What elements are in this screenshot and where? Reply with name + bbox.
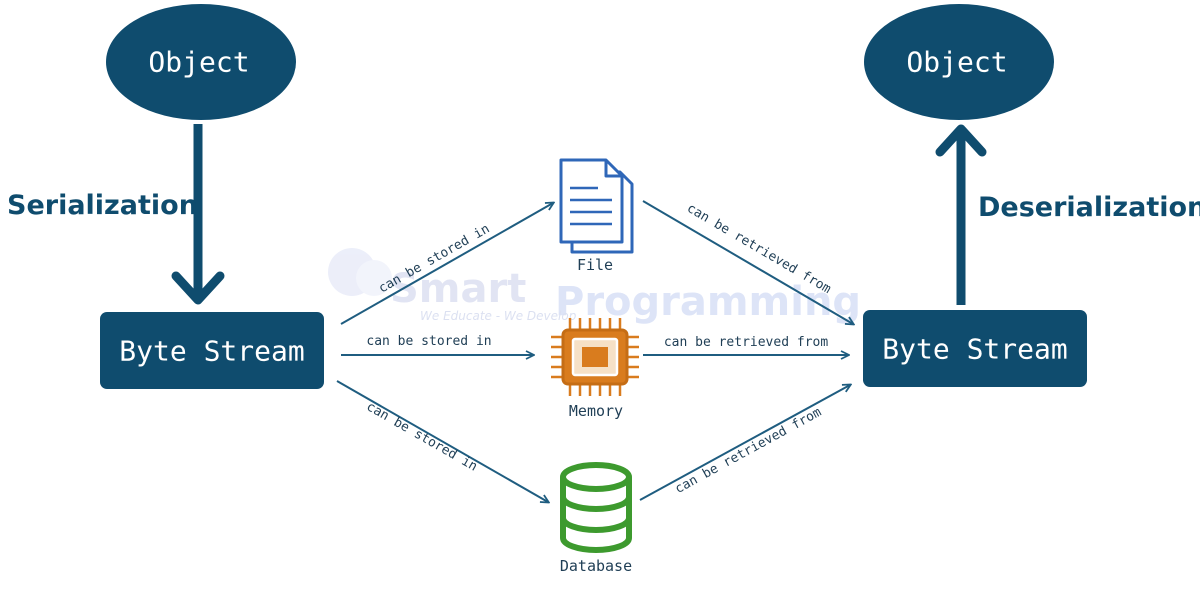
file-icon — [559, 158, 634, 254]
byte-stream-right-label: Byte Stream — [882, 333, 1067, 366]
storage-label-database: Database — [560, 557, 632, 575]
object-left-label: Object — [148, 46, 249, 79]
watermark-brand-programming: Programming — [555, 279, 861, 325]
byte-stream-left-label: Byte Stream — [119, 335, 304, 368]
memory-chip-icon — [551, 318, 639, 396]
deserialization-arrow — [935, 124, 987, 305]
edge-retrieved-file — [642, 200, 853, 324]
object-right-label: Object — [906, 46, 1007, 79]
watermark-brand-smart: Smart — [390, 266, 526, 312]
byte-stream-left-node: Byte Stream — [100, 312, 324, 389]
watermark-tagline: We Educate - We Develop — [420, 309, 577, 323]
serialization-label: Serialization — [7, 190, 198, 221]
edge-stored-file — [340, 203, 553, 325]
object-right-node: Object — [864, 4, 1054, 120]
edge-retrieved-database — [639, 385, 850, 501]
watermark-logo-icon — [328, 248, 392, 296]
watermark: Smart Programming We Educate - We Develo… — [328, 248, 861, 325]
storage-label-memory: Memory — [569, 402, 623, 420]
edge-label-retrieved-memory: can be retrieved from — [664, 335, 829, 350]
edge-label-stored-database: can be stored in — [364, 399, 480, 474]
storage-label-file: File — [577, 256, 613, 274]
object-left-node: Object — [106, 4, 296, 120]
edge-stored-database — [336, 380, 548, 502]
deserialization-label: Deserialization — [978, 192, 1200, 223]
edge-label-stored-memory: can be stored in — [366, 334, 491, 349]
edge-label-retrieved-database: can be retrieved from — [673, 405, 825, 497]
byte-stream-right-node: Byte Stream — [863, 310, 1087, 387]
database-icon — [560, 462, 632, 553]
serialization-arrow — [171, 124, 225, 305]
